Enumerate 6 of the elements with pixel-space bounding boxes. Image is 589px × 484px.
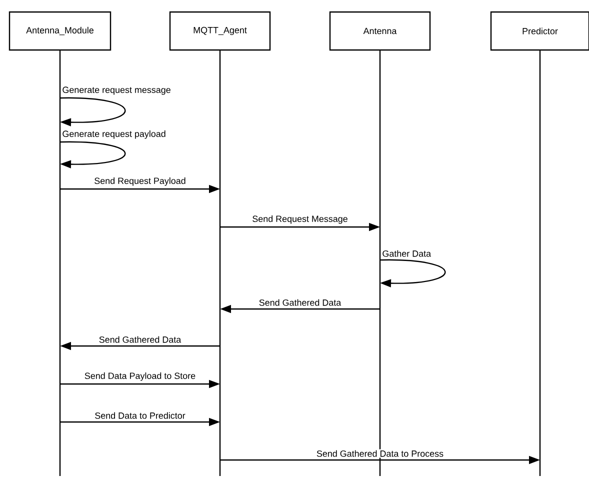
self-message-arrow [60,97,126,126]
participant-lifeline: Predictor [490,11,589,468]
message-label: Send Gathered Data to Process [316,450,444,457]
self-message-arrow [60,141,126,168]
message-label: Gather Data [382,250,432,257]
self-message-arrow [380,259,446,288]
